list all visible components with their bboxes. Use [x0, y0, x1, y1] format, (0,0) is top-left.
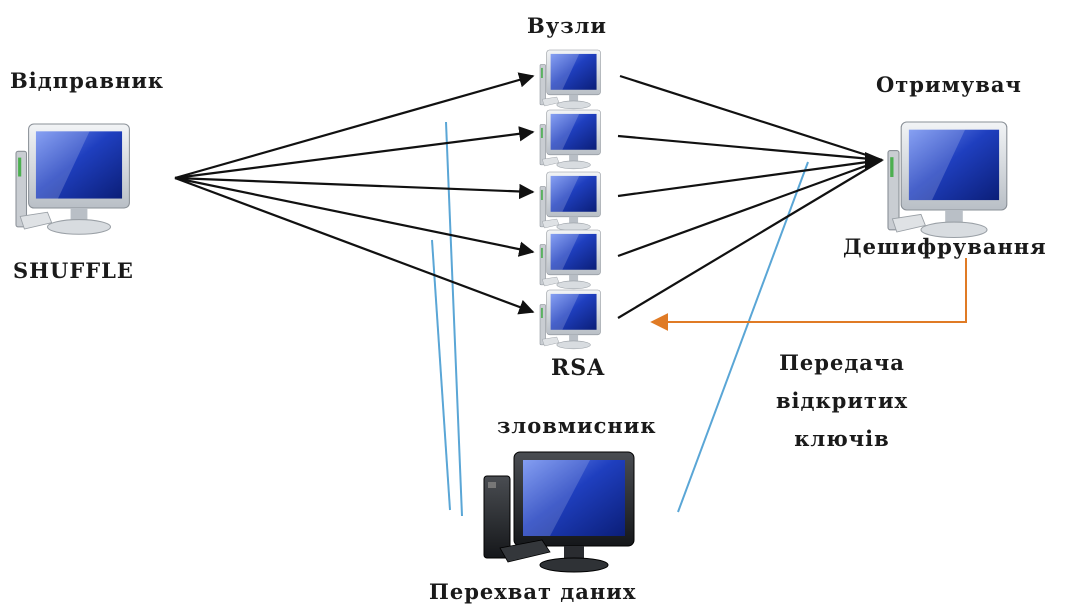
computer-icon [539, 229, 601, 290]
interception-label: Перехват даних [429, 579, 637, 604]
decryption-label: Дешифрування [843, 234, 1047, 259]
computer-icon [15, 123, 130, 235]
nodes-label: Вузли [527, 13, 607, 38]
node-computer-4 [539, 229, 601, 290]
arrow [617, 158, 883, 258]
computer-icon [887, 121, 1008, 239]
intercept-line [445, 121, 463, 517]
node-computer-3 [539, 171, 601, 232]
node-computer-5 [539, 289, 601, 350]
receiver-label: Отримувач [876, 72, 1022, 97]
sender-label: Відправник [10, 68, 165, 93]
key-transfer-label: Передача відкритих ключів [775, 350, 909, 451]
node-computer-1 [539, 49, 601, 110]
arrow [174, 176, 535, 200]
computer-icon [539, 49, 601, 110]
arrow [174, 176, 535, 315]
rsa-label: RSA [551, 355, 606, 381]
arrow [617, 134, 883, 162]
attacker-label: зловмисник [497, 413, 657, 438]
receiver-computer [887, 121, 1008, 239]
node-computer-2 [539, 109, 601, 170]
sender-computer [15, 123, 130, 235]
arrow [174, 176, 535, 257]
intercept-line [431, 239, 451, 511]
computer-icon [539, 109, 601, 170]
arrow [617, 158, 883, 198]
arrowhead [865, 152, 884, 170]
arrow [174, 126, 535, 180]
computer-icon [539, 171, 601, 232]
attacker-computer [483, 451, 635, 573]
arrow [619, 74, 883, 162]
sender-to-nodes-arrows [174, 72, 535, 315]
computer-icon [539, 289, 601, 350]
intercept-line [677, 161, 809, 513]
arrow [174, 72, 535, 180]
node-computers [539, 49, 601, 350]
arrow [617, 159, 883, 319]
key-transfer-arrow [650, 258, 967, 331]
computer-icon [483, 451, 635, 573]
shuffle-label: SHUFFLE [13, 258, 134, 283]
nodes-to-receiver-arrows [617, 74, 884, 319]
